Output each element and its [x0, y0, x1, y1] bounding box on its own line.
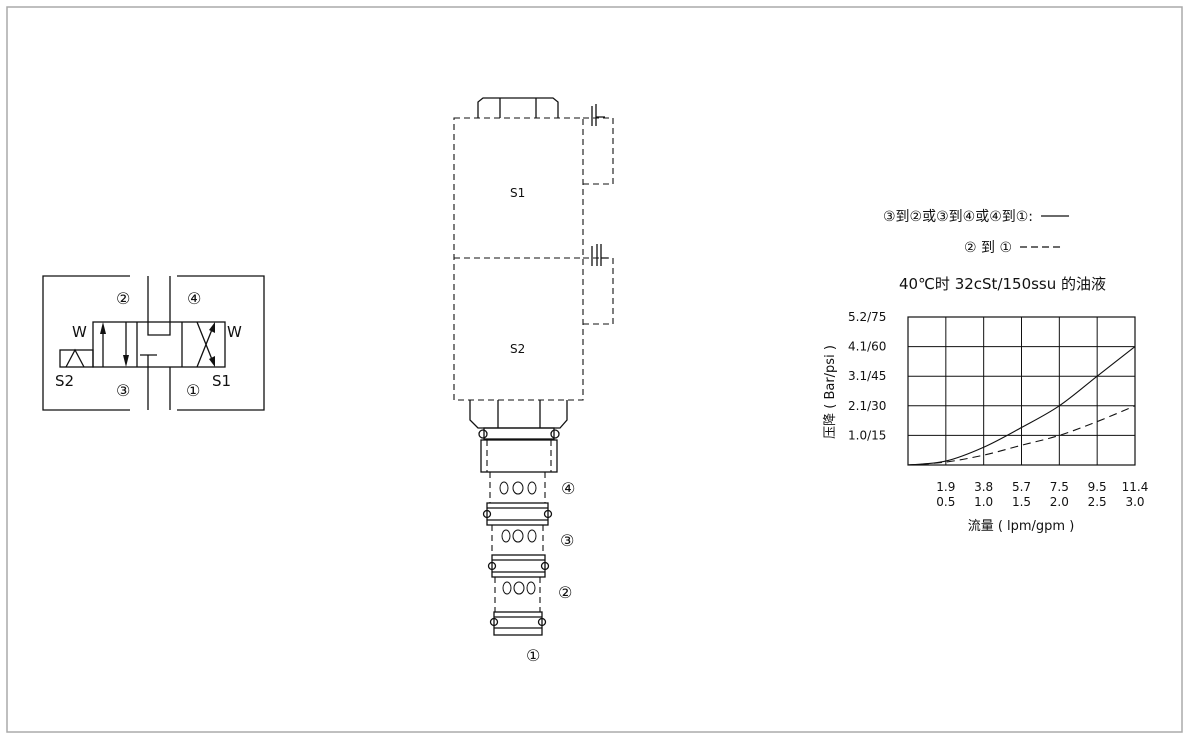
series-line-solid	[907, 346, 1136, 466]
arrow-up-icon	[100, 322, 106, 367]
x-tick-label-gpm: 2.5	[1088, 495, 1107, 509]
cross-arrows-icon	[196, 321, 215, 368]
y-tick-label: 3.1/45	[848, 369, 886, 383]
spring-left-label: W	[72, 323, 87, 341]
x-tick-label-gpm: 1.0	[974, 495, 993, 509]
bottom-hex-nut	[469, 400, 568, 429]
y-axis-label: 压降 ( Bar/psi )	[823, 345, 838, 439]
cartridge-port-2: ②	[558, 583, 572, 602]
symbol-port-2: ②	[116, 289, 130, 308]
x-tick-label-lpm: 5.7	[1012, 480, 1031, 494]
cartridge-port-1: ①	[526, 646, 540, 665]
symbol-passage-top	[147, 276, 171, 336]
symbol-port-1: ①	[186, 381, 200, 400]
symbol-port-4: ④	[187, 289, 201, 308]
y-tick-label: 4.1/60	[848, 340, 886, 354]
symbol-frame-right	[177, 275, 265, 411]
symbol-port-3: ③	[116, 381, 130, 400]
y-tick-label: 5.2/75	[848, 310, 886, 324]
coil-s2-label: S2	[510, 342, 525, 356]
x-axis-label: 流量 ( lpm/gpm )	[968, 519, 1075, 534]
connector-s2	[583, 257, 614, 325]
x-tick-label-gpm: 0.5	[936, 495, 955, 509]
solenoid-s2-label: S2	[55, 372, 74, 390]
symbol-frame-left	[42, 275, 130, 411]
x-tick-label-lpm: 3.8	[974, 480, 993, 494]
x-tick-label-lpm: 1.9	[936, 480, 955, 494]
x-tick-label-gpm: 2.0	[1050, 495, 1069, 509]
spring-right-label: W	[227, 323, 242, 341]
pressure-drop-chart: 压降 ( Bar/psi ) 流量 ( lpm/gpm ) 1.0/15 2.1/…	[823, 310, 1148, 534]
solenoid-box	[59, 349, 94, 368]
page-border	[6, 6, 1183, 733]
arrow-down-icon	[123, 322, 129, 367]
x-tick-label-gpm: 1.5	[1012, 495, 1031, 509]
symbol-passage-bottom	[140, 354, 171, 410]
legend-solid-text: ③到②或③到④或④到①:	[883, 209, 1033, 225]
x-tick-label-lpm: 7.5	[1050, 480, 1069, 494]
x-tick-label-lpm: 11.4	[1122, 480, 1149, 494]
solenoid-s1-label: S1	[212, 372, 231, 390]
x-tick-label-gpm: 3.0	[1125, 495, 1144, 509]
y-tick-label: 2.1/30	[848, 399, 886, 413]
top-hex-nut	[477, 97, 559, 118]
valve-symbol: W W S2 S1 ② ④ ③ ①	[42, 275, 265, 411]
connector-s1	[583, 117, 614, 185]
x-tick-label-lpm: 9.5	[1088, 480, 1107, 494]
cartridge-drawing: S1 S2 ④ ③ ② ①	[453, 97, 614, 665]
chart-legend: ③到②或③到④或④到①: ② 到 ① 40℃时 32cSt/150ssu 的油液	[883, 209, 1106, 293]
valve-envelope	[92, 321, 226, 368]
y-tick-label: 1.0/15	[848, 428, 886, 442]
coil-outline	[453, 117, 584, 401]
coil-s1-label: S1	[510, 186, 525, 200]
cartridge-port-3: ③	[560, 531, 574, 550]
fluid-note: 40℃时 32cSt/150ssu 的油液	[899, 275, 1106, 293]
legend-dashed-text: ② 到 ①	[964, 240, 1012, 256]
cartridge-port-4: ④	[561, 479, 575, 498]
